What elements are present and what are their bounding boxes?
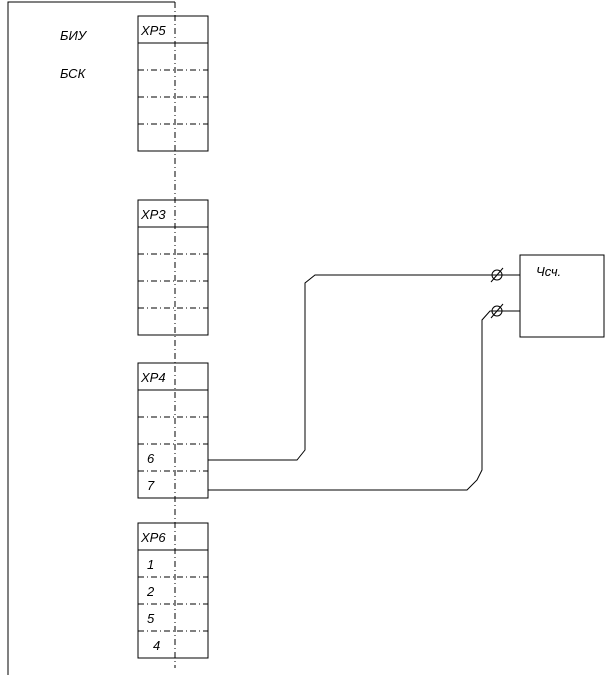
connector-xp5: XP5 <box>137 15 209 152</box>
connector-xp6: XP6 1 2 5 4 <box>137 522 209 659</box>
wires <box>208 267 520 491</box>
pin-number: 2 <box>146 584 155 599</box>
wire-7 <box>208 310 520 491</box>
wire-6 <box>208 274 520 461</box>
pin-number: 5 <box>147 611 155 626</box>
pin-number: 4 <box>153 638 160 653</box>
block-label-biu: БИУ <box>60 28 88 43</box>
connector-label: XP6 <box>140 530 166 545</box>
connector-xp3: XP3 <box>137 199 209 336</box>
connector-xp4: XP4 6 7 <box>137 362 209 499</box>
terminal-icon <box>490 303 504 319</box>
block-label-bsk: БСК <box>60 66 87 81</box>
connector-label: XP4 <box>140 370 166 385</box>
frequency-meter: Чсч. <box>519 254 605 338</box>
device-label: Чсч. <box>536 264 561 279</box>
connector-label: XP5 <box>140 23 166 38</box>
pin-number: 1 <box>147 557 154 572</box>
connector-label: XP3 <box>140 207 166 222</box>
terminal-icon <box>490 267 504 283</box>
pin-number: 7 <box>147 478 155 493</box>
pin-number: 6 <box>147 451 155 466</box>
main-block: БИУ БСК <box>7 1 176 675</box>
